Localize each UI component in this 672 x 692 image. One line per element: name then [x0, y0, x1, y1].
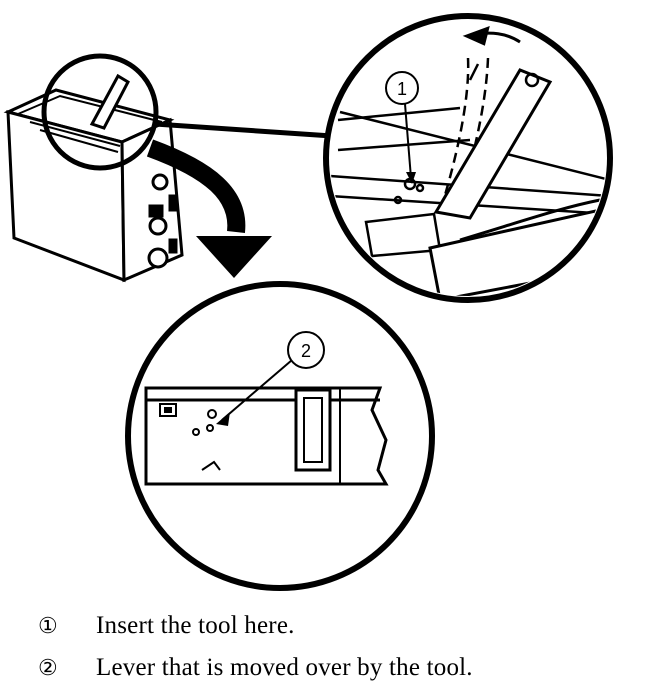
legend-item-2: ② Lever that is moved over by the tool.	[38, 654, 473, 682]
legend-marker-2: ②	[38, 655, 58, 680]
legend-item-1: ① Insert the tool here.	[38, 612, 295, 640]
detail-view-1: 1	[323, 13, 613, 303]
callout-2-number: 2	[301, 341, 311, 361]
connector-line	[154, 121, 333, 139]
legend-marker-1: ①	[38, 613, 58, 638]
legend-text-1: Insert the tool here.	[96, 612, 295, 639]
callout-1-number: 1	[397, 79, 407, 99]
installation-diagram: 1 2	[3, 13, 613, 591]
curved-arrow	[146, 139, 272, 278]
detail-view-2: 2	[125, 281, 435, 591]
legend-text-2: Lever that is moved over by the tool.	[96, 654, 473, 681]
tool-small	[89, 73, 130, 130]
zoom-circle-small	[41, 53, 159, 171]
